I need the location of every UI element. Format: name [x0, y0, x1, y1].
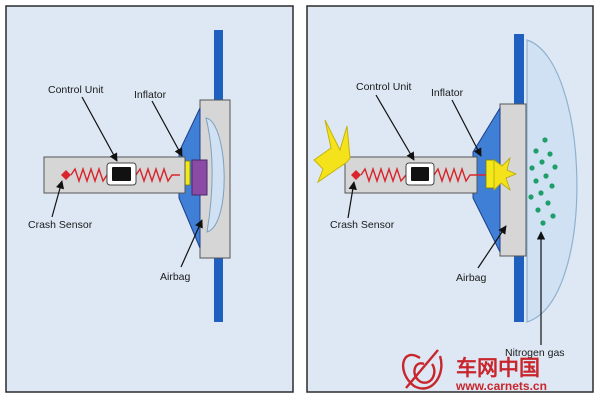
label-crash-sensor: Crash Sensor	[330, 219, 395, 231]
panel-after-crash: Control Unit Inflator Crash Sensor Airba…	[306, 5, 594, 393]
watermark-url-text: www.carnets.cn	[455, 379, 547, 393]
arrow-inflator	[451, 99, 482, 157]
arrow-crash-sensor	[51, 180, 65, 218]
arrow-airbag	[180, 219, 203, 268]
signal-wire-left	[70, 166, 108, 184]
signal-wire-left	[360, 166, 407, 184]
label-control-unit: Control Unit	[48, 84, 104, 96]
arrow-inflator	[151, 100, 183, 157]
panel-frame	[5, 5, 294, 393]
gas-particle	[542, 137, 548, 143]
arrow-crash-sensor	[347, 181, 357, 219]
label-nitrogen-gas: Nitrogen gas	[505, 347, 565, 359]
signal-wire-right	[433, 166, 486, 184]
arrow-control-unit	[375, 94, 415, 161]
control-unit-core	[112, 167, 131, 181]
gas-particle	[540, 220, 546, 226]
gas-particle	[543, 173, 549, 179]
gas-particle	[550, 213, 556, 219]
arrow-control-unit	[81, 96, 118, 162]
folded-airbag	[205, 117, 225, 233]
crash-spark-icon	[313, 119, 351, 184]
spark-burst-icon	[493, 156, 518, 192]
gas-particle	[552, 164, 558, 170]
gas-particle	[533, 178, 539, 184]
watermark-logo-icon	[401, 349, 443, 390]
gas-particle	[533, 148, 539, 154]
gas-particles	[528, 137, 558, 226]
gas-particle	[549, 183, 555, 189]
gas-particle	[538, 190, 544, 196]
gas-particle	[539, 159, 545, 165]
inflated-airbag	[526, 39, 578, 323]
crash-sensor-diamond-icon	[351, 170, 361, 180]
arrow-airbag	[477, 225, 507, 269]
label-inflator: Inflator	[431, 87, 464, 99]
watermark-cn-text: 车网中国	[456, 356, 540, 380]
crash-sensor-diamond-icon	[61, 170, 71, 180]
gas-particle	[529, 165, 535, 171]
gas-particle	[547, 151, 553, 157]
signal-wire-right	[135, 166, 180, 184]
gas-particle	[535, 207, 541, 213]
label-airbag: Airbag	[160, 271, 191, 283]
gas-particle	[545, 200, 551, 206]
gas-chamber	[191, 159, 208, 196]
control-unit-core	[411, 167, 429, 181]
label-inflator: Inflator	[134, 89, 167, 101]
label-control-unit: Control Unit	[356, 81, 412, 93]
label-airbag: Airbag	[456, 272, 487, 284]
panel-before-crash: Control Unit Inflator Crash Sensor Airba…	[5, 5, 294, 393]
watermark: 车网中国 www.carnets.cn	[401, 349, 547, 393]
label-crash-sensor: Crash Sensor	[28, 219, 93, 231]
gas-particle	[528, 194, 534, 200]
